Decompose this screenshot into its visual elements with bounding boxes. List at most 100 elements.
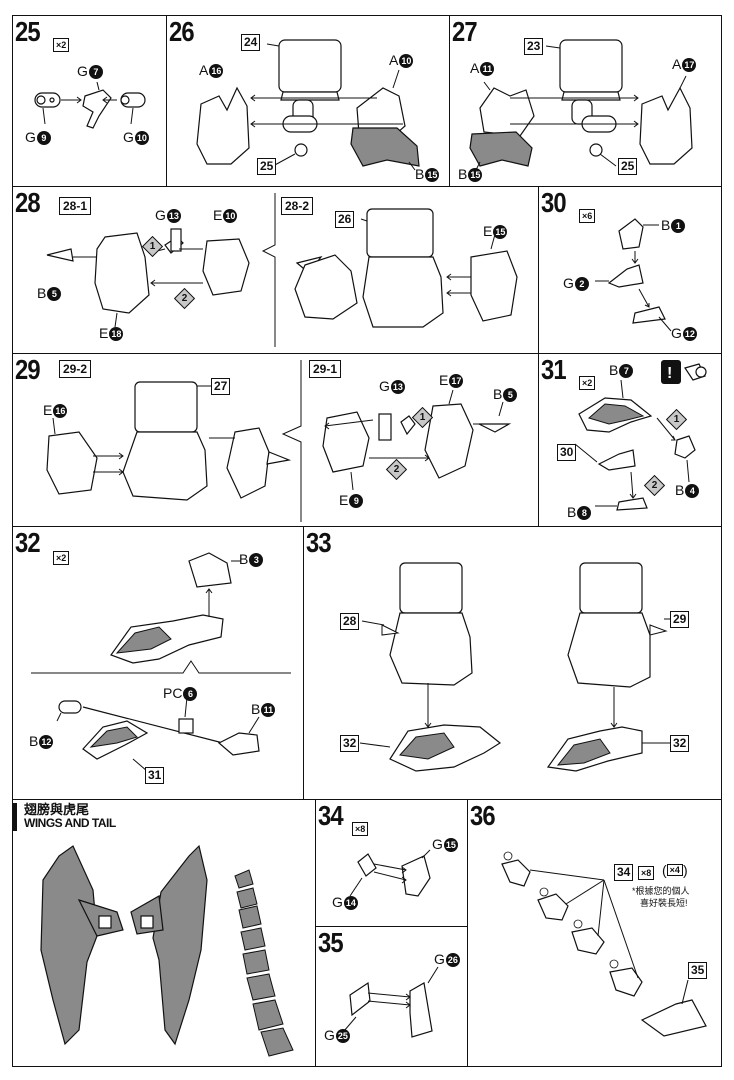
- step-number: 28: [15, 187, 41, 218]
- substep-label: 28-2: [281, 197, 314, 215]
- wings-tail-panel: [12, 799, 316, 1067]
- part-ref: 34: [614, 864, 634, 881]
- quantity-badge: ×8: [638, 866, 655, 880]
- step-number: 36: [470, 800, 496, 831]
- part-ref: 26: [335, 211, 355, 228]
- step-31-drawing: !: [574, 360, 707, 511]
- step-number: 27: [452, 16, 478, 47]
- step-36-drawing: [501, 851, 707, 1037]
- step-33-drawing: [359, 562, 672, 772]
- quantity-badge: ×2: [53, 551, 70, 565]
- part-ref: 29: [670, 611, 690, 628]
- part-ref: 24: [241, 34, 261, 51]
- step-32-drawing: [31, 552, 291, 772]
- alt-quantity: (×4): [662, 862, 688, 878]
- part-ref: 25: [618, 158, 638, 175]
- substep-label: 28-1: [59, 197, 92, 215]
- part-ref: 30: [557, 444, 577, 461]
- note-line: 喜好裝長短!: [640, 898, 688, 908]
- step-27-drawing: [469, 39, 693, 171]
- step-35-drawing: [343, 966, 439, 1038]
- section-bar: [12, 803, 17, 831]
- step-36-panel: 36 34 ×8 (×4) *根據您的個人 喜好裝長短! 35: [467, 799, 722, 1067]
- wings-tail-drawing: [40, 844, 294, 1057]
- quantity-badge: ×2: [579, 376, 596, 390]
- note-line: *根據您的個人: [632, 886, 690, 896]
- step-number: 26: [169, 16, 195, 47]
- step-33-panel: 33 28 29 32 32: [303, 526, 722, 800]
- part-ref: 23: [524, 38, 544, 55]
- step-number: 34: [318, 800, 344, 831]
- quantity-badge: ×4: [666, 864, 683, 876]
- step-number: 33: [306, 527, 332, 558]
- warning-icon: [661, 360, 681, 384]
- step-29-panel: 29 29-2 29-1: [12, 353, 539, 527]
- section-title-en: WINGS AND TAIL: [24, 816, 116, 830]
- step-28-panel: 28 28-1 28-2 1 2: [12, 186, 539, 354]
- substep-label: 29-2: [59, 360, 92, 378]
- section-title-cn: 翅膀與虎尾: [24, 802, 90, 817]
- substep-label: 29-1: [309, 360, 342, 378]
- part-ref: 32: [340, 735, 360, 752]
- part-ref: 35: [688, 962, 708, 979]
- part-ref: 28: [340, 613, 360, 630]
- step-30-drawing: [595, 218, 672, 332]
- step-34-drawing: [349, 849, 431, 897]
- step-25-drawing: [34, 81, 146, 129]
- step-number: 31: [541, 354, 567, 385]
- step-26-drawing: [196, 39, 420, 171]
- step-number: 29: [15, 354, 41, 385]
- section-title: 翅膀與虎尾 WINGS AND TAIL: [12, 802, 116, 831]
- svg-text:!: !: [667, 365, 672, 382]
- step-number: 25: [15, 16, 41, 47]
- quantity-badge: ×2: [53, 38, 70, 52]
- quantity-badge: ×8: [352, 822, 369, 836]
- part-ref: 32: [670, 735, 690, 752]
- part-ref: 31: [145, 767, 165, 784]
- quantity-badge: ×6: [579, 209, 596, 223]
- step-number: 30: [541, 187, 567, 218]
- step-28-drawing: [46, 193, 518, 347]
- step-number: 35: [318, 927, 344, 958]
- part-ref: 25: [257, 158, 277, 175]
- step-29-drawing: [46, 360, 512, 522]
- part-ref: 27: [211, 378, 231, 395]
